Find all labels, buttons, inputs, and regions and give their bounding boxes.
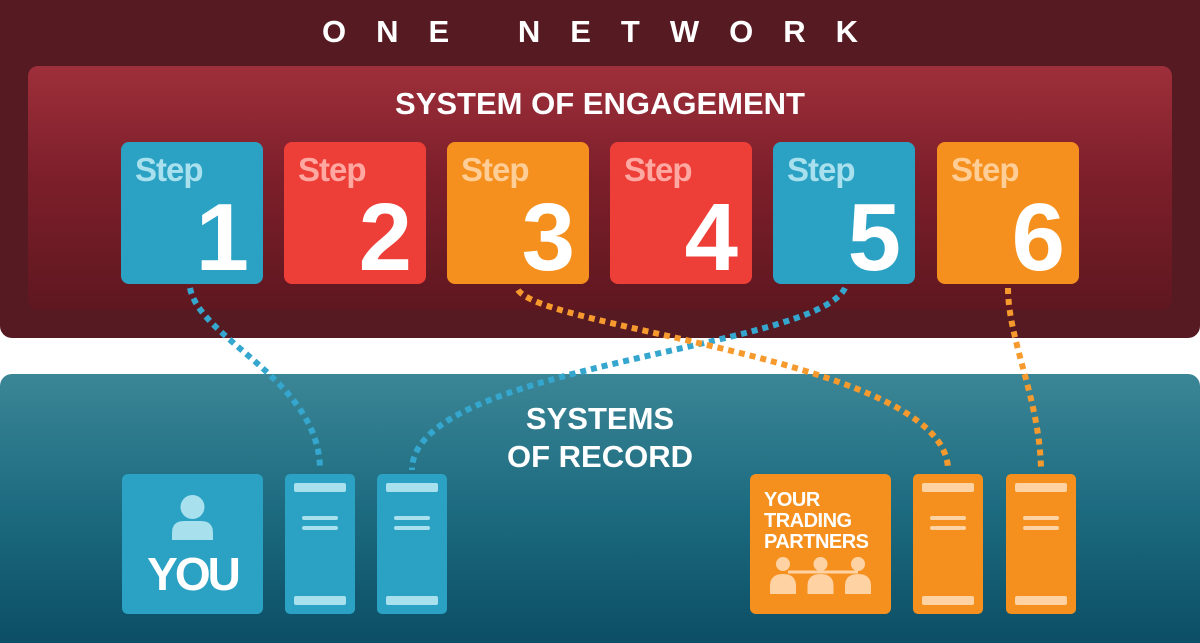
- system-bar: [294, 483, 346, 492]
- system-bar: [294, 596, 346, 605]
- step-2-box: Step 2: [284, 142, 426, 291]
- step-6-box: Step 6: [937, 142, 1079, 291]
- step-label: Step: [951, 151, 1020, 188]
- step-number: 2: [358, 184, 412, 291]
- connector-step6-partner-system-2: [1005, 287, 1044, 471]
- system-line: [394, 526, 430, 530]
- system-line: [394, 516, 430, 520]
- connector-step1-your-system-1: [187, 287, 323, 471]
- you-label: YOU: [147, 548, 241, 600]
- system-line: [302, 526, 338, 530]
- network-title: ONE NETWORK: [322, 14, 888, 49]
- trading-partners-box: YOUR TRADING PARTNERS: [750, 474, 891, 614]
- system-line: [1023, 526, 1059, 530]
- step-label: Step: [298, 151, 367, 188]
- partners-line-2: TRADING: [764, 510, 852, 532]
- people-network-icon: [770, 557, 871, 594]
- your-system-2: [377, 474, 447, 614]
- step-5-box: Step 5: [773, 142, 915, 291]
- step-4-box: Step 4: [610, 142, 752, 291]
- system-bar: [386, 483, 438, 492]
- step-3-box: Step 3: [447, 142, 589, 291]
- partners-line-1: YOUR: [764, 489, 820, 511]
- step-1-box: Step 1: [121, 142, 263, 291]
- step-label: Step: [787, 151, 856, 188]
- record-title-line-2: OF RECORD: [507, 439, 693, 474]
- partners-line-3: PARTNERS: [764, 531, 869, 553]
- person-icon: [172, 495, 213, 540]
- system-line: [1023, 516, 1059, 520]
- record-title-line-1: SYSTEMS: [525, 401, 675, 436]
- step-number: 3: [521, 184, 575, 291]
- system-bar: [1015, 483, 1067, 492]
- step-label: Step: [624, 151, 693, 188]
- connector-step5-your-system-2: [409, 286, 848, 471]
- step-label: Step: [461, 151, 530, 188]
- step-number: 6: [1011, 184, 1065, 291]
- system-bar: [386, 596, 438, 605]
- system-line: [930, 516, 966, 520]
- trading-partners-label: YOUR TRADING PARTNERS: [764, 490, 889, 553]
- system-bar: [1015, 596, 1067, 605]
- system-line: [930, 526, 966, 530]
- connector-step3-partner-system-1: [515, 287, 951, 471]
- system-bar: [922, 596, 974, 605]
- step-number: 1: [195, 184, 249, 291]
- system-bar: [922, 483, 974, 492]
- partner-system-2: [1006, 474, 1076, 614]
- your-system-1: [285, 474, 355, 614]
- step-label: Step: [135, 151, 204, 188]
- system-line: [302, 516, 338, 520]
- you-box: YOU: [122, 474, 263, 614]
- engagement-title: SYSTEM OF ENGAGEMENT: [395, 86, 805, 121]
- partner-system-1: [913, 474, 983, 614]
- systems-of-record-title: SYSTEMS OF RECORD: [480, 400, 720, 476]
- step-number: 5: [847, 184, 901, 291]
- step-number: 4: [684, 184, 738, 291]
